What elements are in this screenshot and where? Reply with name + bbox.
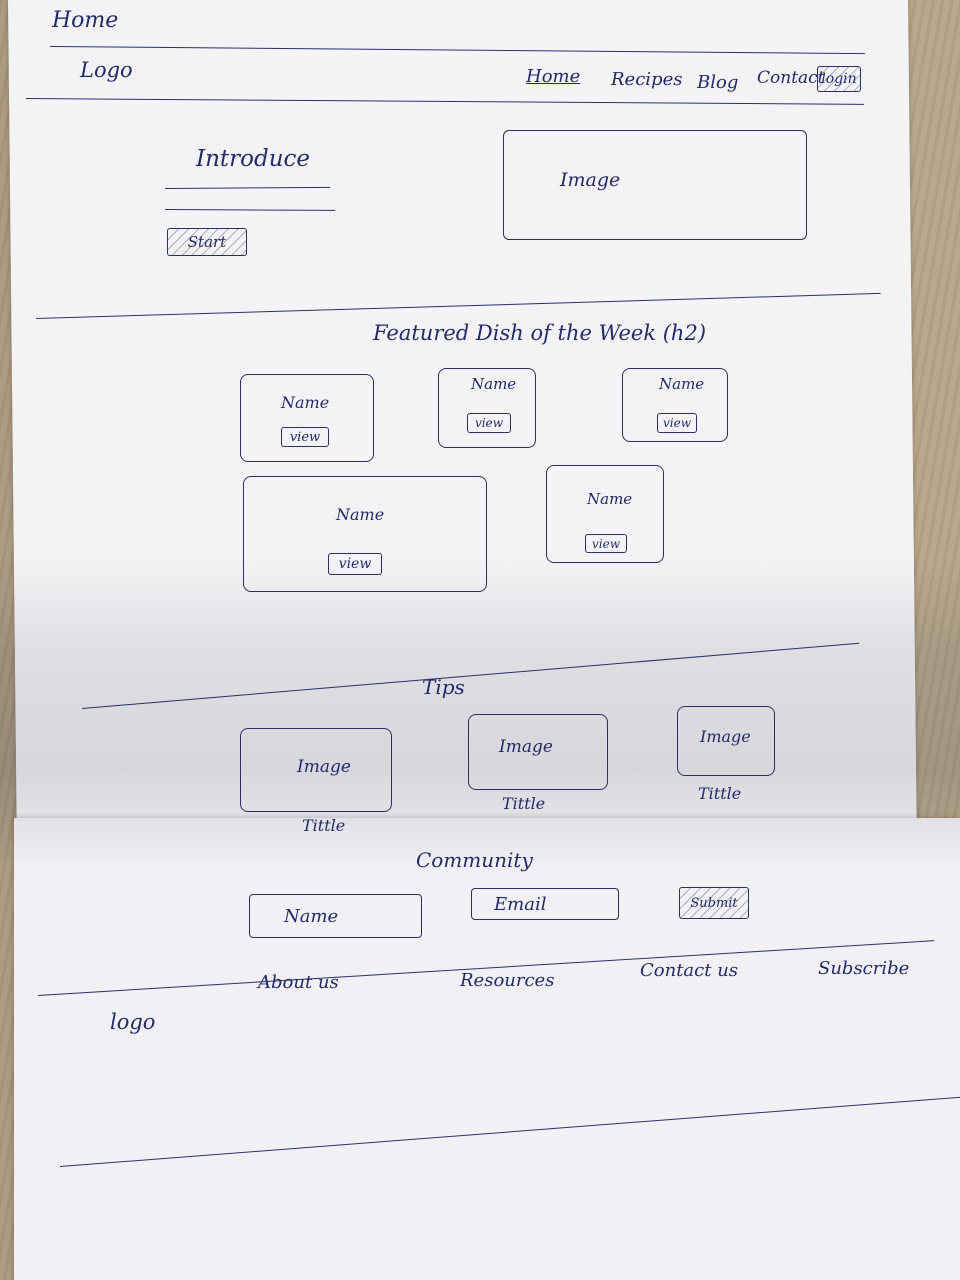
tip-image-label: Image bbox=[700, 727, 751, 746]
footer-link-resources[interactable]: Resources bbox=[460, 970, 555, 991]
tip-image-label: Image bbox=[499, 737, 553, 757]
view-button[interactable]: view bbox=[281, 427, 329, 447]
dish-card-5[interactable]: Name view bbox=[546, 465, 664, 563]
nav-item-home[interactable]: Home bbox=[526, 66, 581, 87]
dish-name: Name bbox=[471, 375, 517, 393]
hero-heading: Introduce bbox=[196, 146, 311, 172]
dish-card-3[interactable]: Name view bbox=[622, 368, 728, 442]
tip-title-1[interactable]: Tittle bbox=[302, 816, 346, 835]
view-button[interactable]: view bbox=[328, 553, 382, 575]
nav-item-contact[interactable]: Contact bbox=[757, 68, 825, 88]
community-heading: Community bbox=[416, 848, 533, 872]
page-tab-title: Home bbox=[52, 8, 119, 33]
dish-name: Name bbox=[659, 375, 705, 393]
footer-link-subscribe[interactable]: Subscribe bbox=[818, 958, 910, 979]
hero-image-label: Image bbox=[560, 169, 621, 191]
tip-image-2[interactable]: Image bbox=[468, 714, 608, 790]
sketch-sheet-bottom bbox=[14, 818, 960, 1280]
tips-heading: Tips bbox=[422, 675, 465, 699]
tip-image-label: Image bbox=[297, 757, 351, 777]
hero-image: Image bbox=[503, 130, 807, 240]
nav-item-blog[interactable]: Blog bbox=[697, 72, 739, 93]
featured-heading: Featured Dish of the Week (h2) bbox=[373, 321, 707, 345]
tip-title-3[interactable]: Tittle bbox=[698, 784, 742, 803]
login-button[interactable]: login bbox=[817, 66, 861, 92]
footer-link-contact[interactable]: Contact us bbox=[640, 960, 739, 981]
footer-link-about[interactable]: About us bbox=[258, 972, 339, 993]
submit-button[interactable]: Submit bbox=[679, 887, 749, 919]
footer-logo[interactable]: logo bbox=[110, 1010, 156, 1034]
view-button[interactable]: view bbox=[585, 534, 627, 553]
view-button[interactable]: view bbox=[657, 413, 697, 433]
dish-card-4[interactable]: Name view bbox=[243, 476, 487, 592]
header-logo[interactable]: Logo bbox=[80, 58, 133, 82]
dish-name: Name bbox=[587, 490, 633, 508]
tip-image-3[interactable]: Image bbox=[677, 706, 775, 776]
dish-card-2[interactable]: Name view bbox=[438, 368, 536, 448]
view-button[interactable]: view bbox=[467, 413, 511, 433]
nav-item-recipes[interactable]: Recipes bbox=[611, 69, 683, 90]
dish-name: Name bbox=[281, 393, 330, 412]
dish-name: Name bbox=[336, 505, 385, 524]
dish-card-1[interactable]: Name view bbox=[240, 374, 374, 462]
tip-title-2[interactable]: Tittle bbox=[502, 794, 546, 813]
email-input[interactable]: Email bbox=[471, 888, 619, 920]
name-input[interactable]: Name bbox=[249, 894, 422, 938]
tip-image-1[interactable]: Image bbox=[240, 728, 392, 812]
start-button[interactable]: Start bbox=[167, 228, 247, 256]
